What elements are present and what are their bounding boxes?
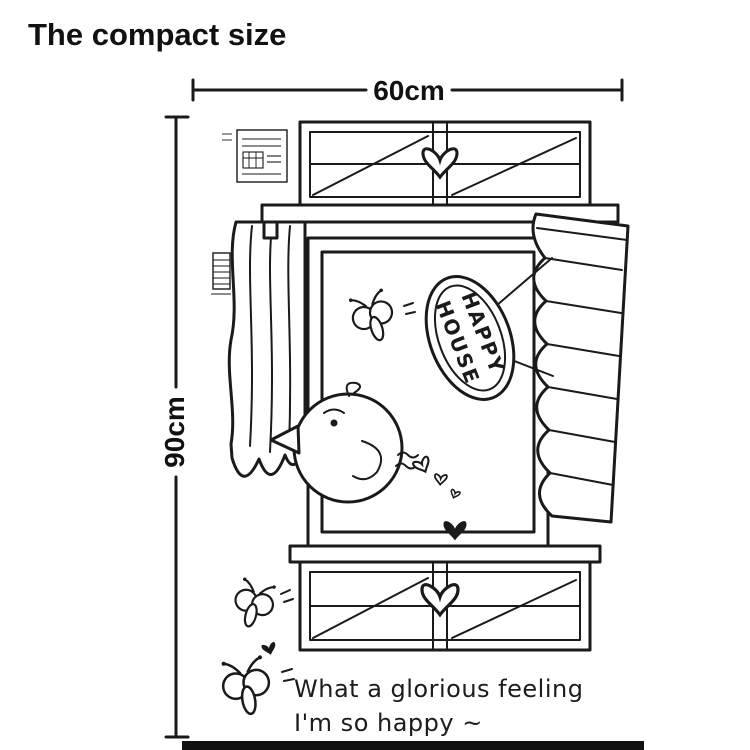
black-heart-icon-bottom: [261, 641, 278, 657]
butterfly-motion-marks-3: [281, 668, 295, 682]
bird-body: [292, 392, 404, 504]
left-curtain: [227, 220, 307, 478]
butterfly-motion-marks-1: [403, 302, 416, 315]
hearts-trail: [395, 451, 462, 501]
size-tag-graphic: [211, 252, 231, 295]
caption-line-2: I'm so happy ~: [294, 709, 483, 737]
window-frame-inner: [320, 250, 536, 534]
window-sill-top: [260, 203, 620, 240]
bird-beak: [269, 424, 301, 455]
width-label: 60cm: [373, 75, 445, 106]
butterfly-icon-bottom-2: [217, 653, 276, 720]
bird-eye: [330, 419, 338, 427]
bird: [269, 381, 404, 504]
instruction-tag-graphic: [222, 129, 288, 183]
height-dimension: 90cm: [159, 115, 190, 739]
top-shutters: [298, 120, 592, 209]
butterfly-motion-marks-2: [280, 589, 294, 603]
height-label: 90cm: [159, 396, 190, 468]
bottom-shutters: [298, 560, 592, 652]
bird-wing: [352, 440, 382, 481]
bottom-crop-bar: [182, 741, 644, 750]
caption-line-1: What a glorious feeling: [294, 675, 583, 703]
width-dimension: 60cm: [191, 75, 624, 106]
butterfly-icon-bottom-1: [228, 575, 280, 633]
right-awning: [531, 212, 630, 524]
window-sill-bottom: [288, 544, 602, 564]
bird-head-curl: [345, 381, 361, 397]
page-title: The compact size: [28, 17, 286, 52]
